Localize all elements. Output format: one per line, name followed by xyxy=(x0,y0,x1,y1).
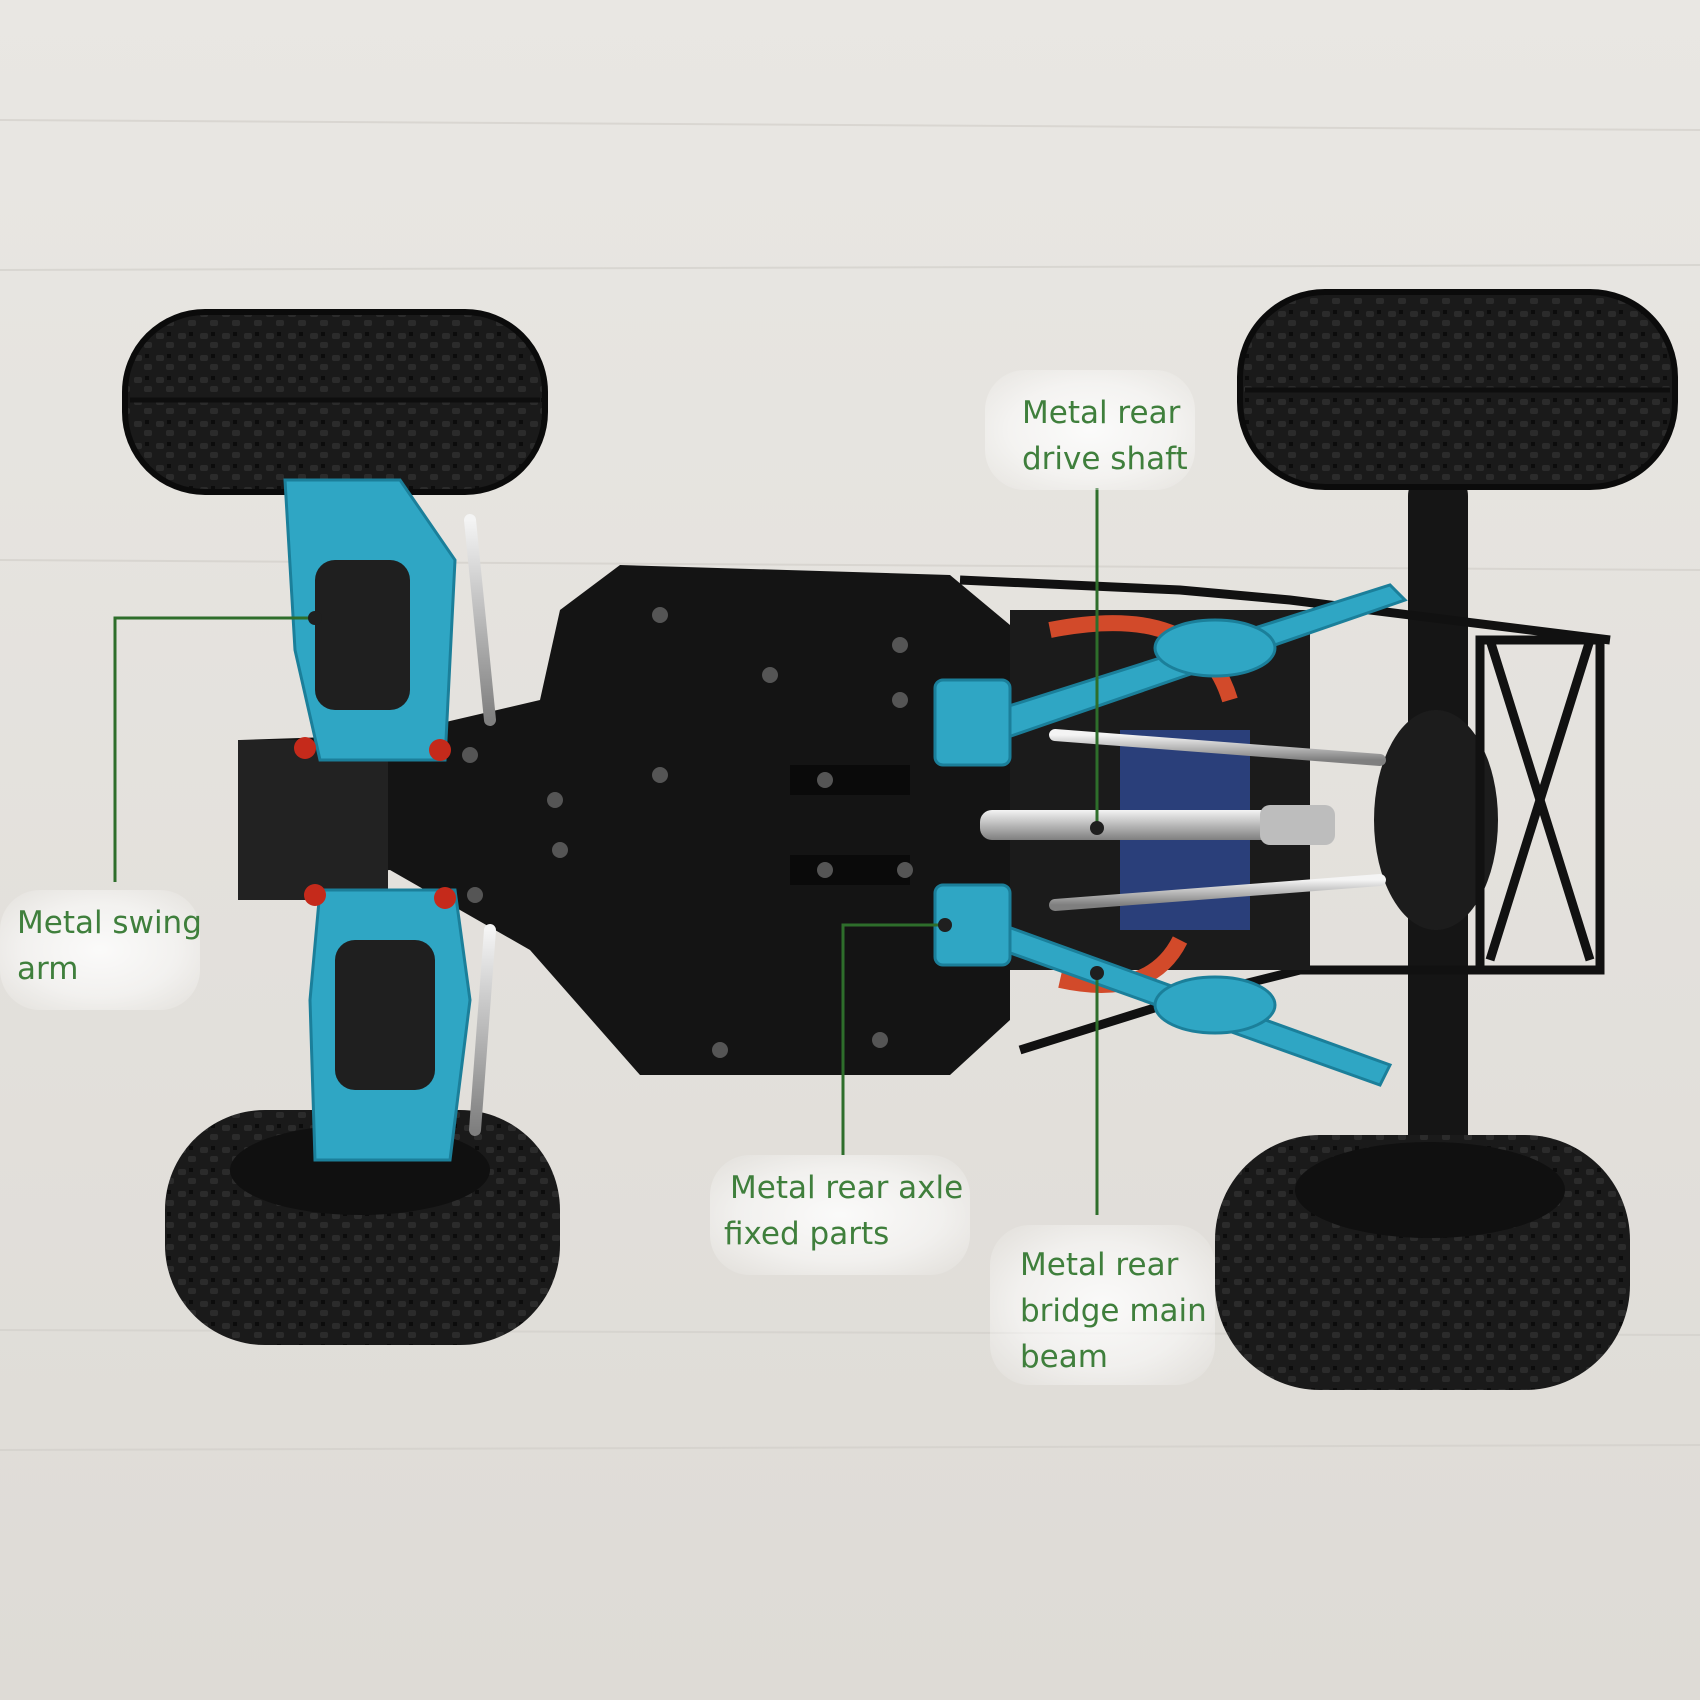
front-lower-swing-arm xyxy=(308,888,472,1162)
rear-left-wheel xyxy=(1237,289,1678,490)
main-beam-label-glow xyxy=(990,1225,1215,1385)
main-beam-label-line-2: bridge main xyxy=(1020,1293,1207,1329)
drive-shaft-label: Metal rear drive shaft xyxy=(1022,390,1188,482)
rear-steel-links xyxy=(1049,729,1386,911)
callout-leader-lines xyxy=(113,488,1099,1215)
main-beam-label-line-3: beam xyxy=(1020,1339,1108,1375)
screws xyxy=(462,607,913,1058)
axle-fixed-label-line-1: Metal rear axle xyxy=(730,1170,964,1206)
axle-fixed-label-glow xyxy=(710,1155,970,1275)
main-beam-label: Metal rear bridge main beam xyxy=(1020,1242,1207,1380)
axle-fixed-label: Metal rear axle fixed parts xyxy=(724,1165,963,1257)
front-left-wheel xyxy=(122,309,548,495)
rear-right-wheel xyxy=(1215,1135,1630,1390)
axle-fixed-label-line-2: fixed parts xyxy=(724,1216,890,1252)
axle-fixed-leader xyxy=(841,923,945,1155)
swing-arm-label-line-1: Metal swing xyxy=(17,905,202,941)
drive-shaft-label-line-2: drive shaft xyxy=(1022,441,1188,477)
red-bushings xyxy=(294,737,456,909)
swing-arm-leader xyxy=(113,616,315,882)
front-links xyxy=(464,514,496,1136)
drive-shaft-label-line-1: Metal rear xyxy=(1022,395,1181,431)
drive-shaft-label-glow xyxy=(985,370,1195,490)
rear-axle xyxy=(1374,470,1498,1230)
chassis-plate xyxy=(240,565,1010,1075)
swing-arm-label-line-2: arm xyxy=(17,951,79,987)
rear-axle-mounts xyxy=(933,678,1012,967)
main-beam-label-line-1: Metal rear xyxy=(1020,1247,1179,1283)
callout-dots xyxy=(308,611,1104,980)
front-upper-swing-arm xyxy=(283,478,457,762)
front-bumper xyxy=(238,740,388,900)
rear-lower-link xyxy=(957,913,1393,1087)
swing-arm-label: Metal swing arm xyxy=(17,900,202,992)
swing-arm-label-glow xyxy=(0,890,200,1010)
rear-drive-shaft xyxy=(980,805,1335,845)
